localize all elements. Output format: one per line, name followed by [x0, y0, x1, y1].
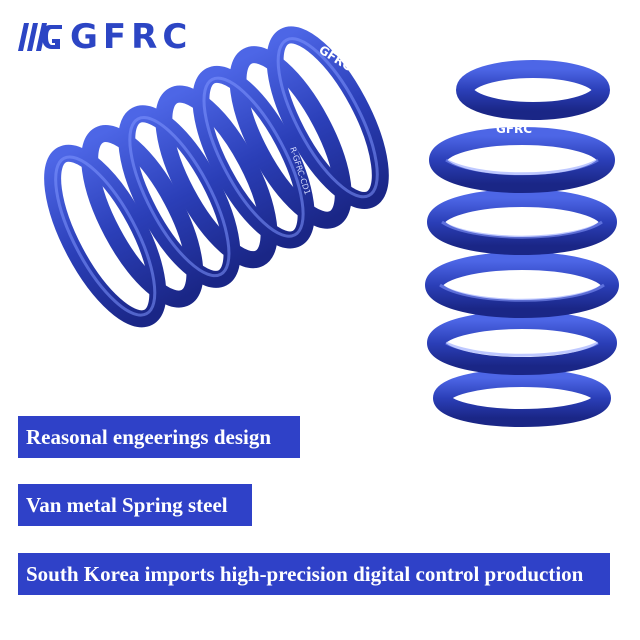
- feature-banner-steel: Van metal Spring steel: [18, 484, 252, 526]
- feature-banner-production: South Korea imports high-precision digit…: [18, 553, 610, 595]
- right-coil-spring: [425, 60, 619, 427]
- feature-banner-design: Reasonal engeerings design: [18, 416, 300, 458]
- right-spring-label: GFRC: [496, 122, 532, 136]
- brand-logo: GFRC: [18, 20, 192, 54]
- gfrc-logo-icon: [18, 23, 62, 51]
- left-coil-spring: [44, 26, 389, 328]
- brand-name: GFRC: [70, 17, 193, 57]
